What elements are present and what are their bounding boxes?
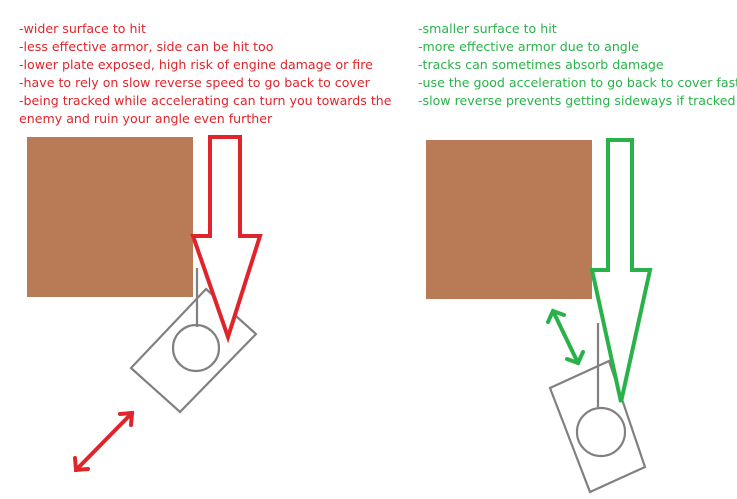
left-note: -have to rely on slow reverse speed to g… — [19, 74, 370, 90]
left-tank-hull — [129, 287, 258, 414]
right-note: -more effective armor due to angle — [418, 38, 640, 54]
left-shot-direction-arrow — [190, 135, 263, 344]
right-tank-turret — [575, 406, 627, 458]
right-note: -use the good acceleration to go back to… — [418, 74, 737, 90]
left-note: -lower plate exposed, high risk of engin… — [19, 56, 373, 72]
left-tank-turret — [171, 323, 221, 373]
right-note: -tracks can sometimes absorb damage — [418, 56, 664, 72]
left-notes-list: -wider surface to hit -less effective ar… — [19, 20, 392, 127]
left-note: -less effective armor, side can be hit t… — [19, 38, 274, 54]
right-shot-direction-arrow — [589, 138, 653, 403]
left-cover-block — [27, 137, 193, 297]
right-tank-hull — [548, 359, 647, 494]
right-exposure-double-arrow — [546, 308, 585, 366]
left-tank — [129, 268, 258, 414]
right-notes-list: -smaller surface to hit -more effective … — [418, 20, 737, 110]
left-note: enemy and ruin your angle even further — [19, 110, 273, 126]
right-tank — [548, 323, 647, 494]
right-scenario — [426, 138, 653, 494]
left-scenario — [27, 135, 263, 473]
left-note: -being tracked while accelerating can tu… — [19, 92, 392, 108]
right-note: -smaller surface to hit — [418, 21, 557, 36]
right-note: -slow reverse prevents getting sideways … — [418, 92, 736, 108]
left-note: -wider surface to hit — [19, 21, 146, 36]
left-exposure-double-arrow — [73, 410, 135, 473]
right-cover-block — [426, 140, 592, 299]
